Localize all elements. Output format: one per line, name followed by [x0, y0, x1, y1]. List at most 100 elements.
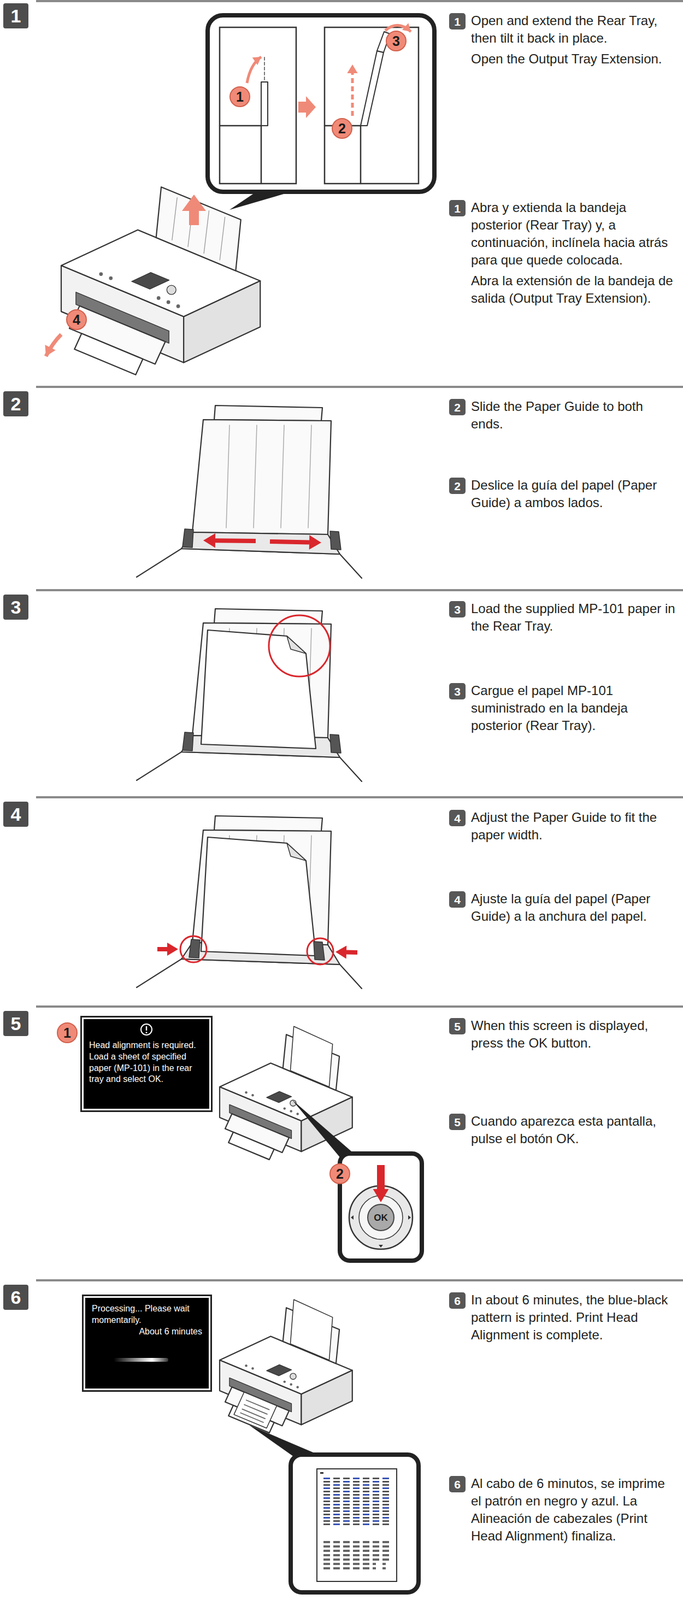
pattern-bar	[362, 1500, 370, 1503]
pattern-bar	[382, 1484, 390, 1486]
pattern-bar	[382, 1558, 390, 1561]
pattern-bar	[333, 1520, 340, 1522]
number-text: 1	[63, 1026, 72, 1040]
step-badge: 5	[449, 1017, 466, 1035]
pattern-bar	[333, 1490, 340, 1493]
pattern-bar	[372, 1558, 380, 1561]
pattern-bar	[333, 1503, 340, 1506]
pattern-bar	[343, 1484, 350, 1486]
number-text: 4	[72, 313, 81, 327]
paper-sheet	[201, 629, 316, 749]
lcd-screen: Processing... Please wait momentarily.Ab…	[83, 1296, 211, 1391]
pattern-bar	[352, 1510, 360, 1512]
pattern-bar	[333, 1553, 340, 1557]
arrow-head	[309, 534, 322, 550]
number-text: 3	[454, 603, 461, 616]
pattern-bar	[323, 1520, 331, 1522]
pattern-bar	[352, 1490, 360, 1493]
rear-tray-closeup	[136, 405, 362, 579]
step-badge: 1	[449, 13, 466, 30]
lcd-screen: Head alignment is required. Load a sheet…	[81, 1017, 211, 1111]
alert-icon	[139, 1022, 153, 1036]
pattern-bar	[372, 1567, 376, 1570]
callout-number: 2	[331, 118, 353, 139]
ok-button: OK	[367, 1203, 395, 1232]
instruction-text: When this screen is displayed, press the…	[470, 1016, 679, 1056]
step-badge: 3	[449, 683, 466, 700]
tray-rib	[280, 425, 285, 528]
button	[296, 1112, 299, 1115]
pattern-bar	[352, 1500, 360, 1503]
number-text: 1	[454, 15, 461, 28]
pattern-bar	[333, 1484, 340, 1486]
pattern-bar	[352, 1506, 360, 1509]
pattern-bar	[372, 1493, 380, 1496]
pattern-bar	[372, 1490, 380, 1493]
output-tray-extension	[74, 333, 143, 375]
instruction-paragraph: Slide the Paper Guide to both ends.	[470, 397, 679, 433]
number-text: 2	[338, 121, 346, 136]
step-6-art	[249, 1425, 419, 1593]
pattern-bar	[362, 1487, 370, 1489]
pattern-bar	[333, 1516, 340, 1519]
callout-number: 1	[56, 1022, 78, 1044]
pattern-bar	[362, 1567, 370, 1570]
pattern-bar	[372, 1506, 380, 1509]
pattern-bar	[352, 1553, 360, 1557]
pattern-bar	[352, 1487, 360, 1489]
pattern-bar	[362, 1523, 370, 1526]
tray-rib	[203, 210, 209, 254]
pattern-bar	[333, 1506, 340, 1509]
pattern-bar	[333, 1523, 340, 1526]
button	[166, 300, 171, 305]
inset-panel	[219, 27, 297, 184]
pattern-bar	[323, 1484, 331, 1486]
pattern-bar	[323, 1480, 331, 1483]
instruction-paragraph: When this screen is displayed, press the…	[470, 1016, 679, 1052]
step-arrow	[298, 96, 316, 119]
dial-mark	[408, 1215, 411, 1220]
pattern-bar	[372, 1520, 380, 1522]
paper-sheet	[290, 1026, 333, 1087]
number-text: 2	[454, 401, 461, 414]
pattern-mark	[320, 1472, 324, 1474]
pattern-bar	[343, 1549, 350, 1552]
pattern-bar	[323, 1477, 331, 1480]
alert-dot	[145, 1031, 148, 1034]
pattern-bar	[352, 1497, 360, 1499]
pattern-bar	[352, 1493, 360, 1496]
pattern-bar	[352, 1545, 360, 1548]
pattern-bar	[352, 1540, 360, 1544]
pattern-bar	[352, 1477, 360, 1480]
pattern-bar	[333, 1510, 340, 1512]
pattern-bar	[352, 1558, 360, 1561]
instruction-paragraph: Cuando aparezca esta pantalla, pulse el …	[470, 1112, 679, 1148]
pattern-bar	[382, 1503, 390, 1506]
paper-fold	[286, 843, 306, 861]
pattern-bar	[333, 1558, 340, 1561]
rear-tray-closeup	[136, 815, 362, 989]
print-line	[242, 1409, 266, 1419]
number-text: 2	[10, 394, 22, 414]
tray-open	[360, 50, 384, 126]
up-arrow	[181, 194, 206, 226]
pattern-bar	[372, 1484, 380, 1486]
button	[98, 272, 103, 276]
step-badge: 6	[449, 1475, 466, 1493]
pattern-bar	[343, 1553, 350, 1557]
pattern-bar	[343, 1558, 350, 1561]
pattern-bar	[372, 1510, 380, 1512]
number-text: 5	[10, 1014, 22, 1033]
pattern-bar	[382, 1545, 390, 1548]
tray-rib	[308, 425, 312, 528]
instruction-text: Al cabo de 6 minutos, se imprime el patr…	[470, 1474, 679, 1548]
pattern-bar	[352, 1516, 360, 1519]
pattern-bar	[372, 1545, 380, 1548]
instruction-text: Adjust the Paper Guide to fit the paper …	[470, 808, 679, 847]
pattern-bar	[343, 1490, 350, 1493]
button	[251, 1093, 254, 1097]
pattern-bar	[362, 1540, 370, 1544]
callout-number: 4	[66, 309, 87, 331]
pattern-bar	[352, 1513, 360, 1516]
print-line	[240, 1412, 264, 1423]
